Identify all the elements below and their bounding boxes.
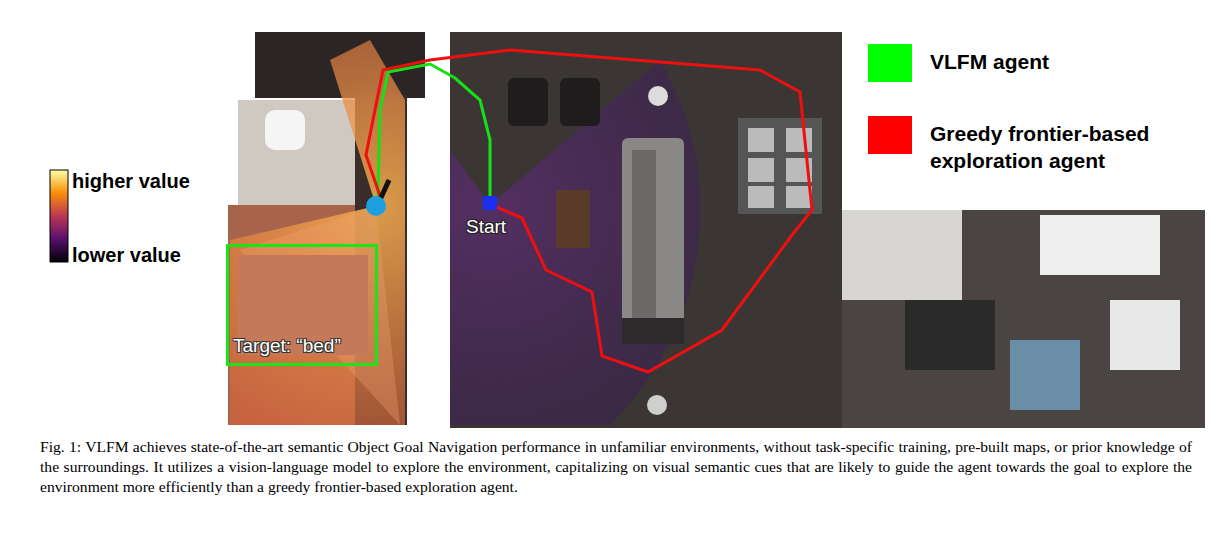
colorbar-label: higher value [72, 170, 190, 193]
agent-marker [366, 196, 386, 216]
start-marker [483, 196, 497, 210]
greedy-path [366, 50, 812, 372]
vlfm-path [378, 64, 490, 205]
colorbar-label: lower value [72, 244, 181, 267]
start-label: Start [466, 216, 506, 238]
target-label: Target: “bed” [233, 335, 341, 357]
value-fan [450, 60, 700, 425]
colorbar [50, 170, 68, 262]
figure-caption: Fig. 1: VLFM achieves state-of-the-art s… [40, 437, 1192, 497]
legend-text: VLFM agent [930, 48, 1210, 75]
target-box: Target: “bed” [226, 244, 378, 366]
legend-swatch [868, 116, 912, 154]
floors [228, 32, 1205, 428]
legend-text: Greedy frontier-based exploration agent [930, 120, 1210, 174]
legend-swatch [868, 44, 912, 82]
